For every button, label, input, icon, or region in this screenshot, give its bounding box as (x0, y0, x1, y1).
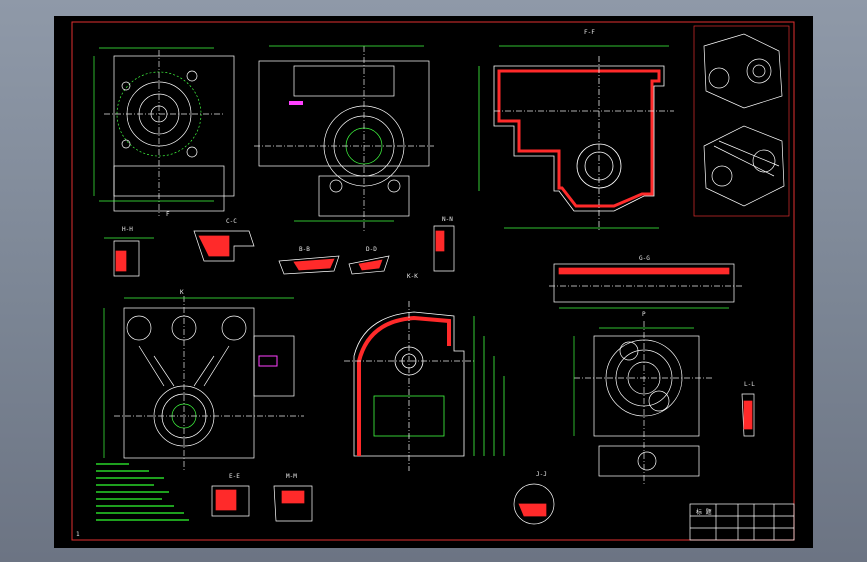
view-label-mm: M-M (286, 473, 297, 480)
view-label-p: P (642, 311, 646, 318)
section-gg (549, 263, 744, 309)
page-marker: 1 (76, 531, 80, 538)
view-section-ff (478, 45, 674, 231)
view-label-jj: J-J (536, 471, 547, 478)
view-label-kk: K-K (407, 273, 418, 280)
view-label-f: F (166, 211, 170, 218)
magenta-mark (258, 355, 278, 367)
view-label-ff: F-F (584, 29, 595, 36)
view-label-ee: E-E (229, 473, 240, 480)
section-hh (104, 237, 154, 277)
view-bottom-left (103, 296, 304, 471)
cad-drawing: F (71, 21, 795, 541)
detail-jj (513, 483, 555, 525)
view-bottom-right (573, 321, 714, 486)
highlight-mark (289, 101, 303, 105)
isometric-panel (693, 25, 790, 217)
view-label-dd: D-D (366, 246, 377, 253)
view-label-cc: C-C (226, 218, 237, 225)
view-label-bb: B-B (299, 246, 310, 253)
view-top-middle (254, 45, 434, 231)
section-kk (344, 301, 505, 471)
section-mm (273, 485, 313, 522)
view-label-nn: N-N (442, 216, 453, 223)
view-label-gg: G-G (639, 255, 650, 262)
title-block-label: 标 题 (696, 508, 712, 516)
title-block (689, 503, 795, 541)
view-top-left (93, 47, 235, 216)
drawing-border (71, 21, 795, 541)
technical-notes (96, 463, 189, 521)
view-label-k: K (180, 289, 184, 296)
section-dd (348, 255, 390, 275)
section-ll (741, 393, 755, 437)
drawing-sheet[interactable]: F (54, 16, 813, 548)
section-cc (193, 230, 255, 262)
section-bb (278, 255, 340, 275)
view-label-ll: L-L (744, 381, 755, 388)
view-label-hh: H-H (122, 226, 133, 233)
section-ee (211, 485, 250, 517)
section-nn (433, 225, 455, 272)
